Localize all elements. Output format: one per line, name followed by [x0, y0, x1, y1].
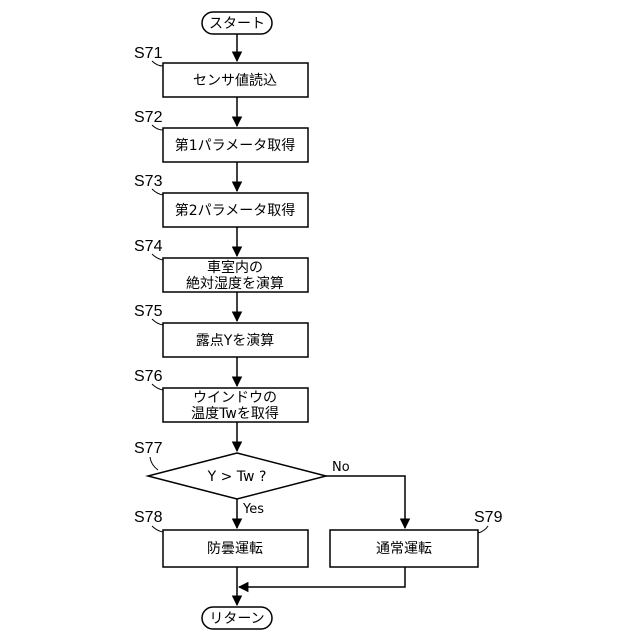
step-s74-text-line1: 車室内の — [207, 259, 263, 276]
step-s74-text-line2: 絶対湿度を演算 — [186, 276, 284, 292]
step-s77-id: S77 — [134, 440, 163, 457]
step-s71-id: S71 — [134, 45, 163, 62]
branch-no-label: No — [332, 460, 350, 475]
start-label: スタート — [209, 16, 265, 32]
step-s73-id: S73 — [134, 173, 163, 190]
step-s71-text: センサ値読込 — [193, 72, 277, 89]
step-s77-text: Y > Tw ? — [207, 469, 267, 485]
step-s75-text: 露点Yを演算 — [196, 333, 275, 349]
step-s75-id: S75 — [134, 303, 163, 320]
step-s76-text-line2: 温度Twを取得 — [191, 405, 279, 422]
step-s73-text: 第2パラメータ取得 — [175, 202, 296, 219]
step-s72-text: 第1パラメータ取得 — [175, 137, 296, 154]
step-s79-id: S79 — [474, 509, 503, 526]
branch-yes-label: Yes — [242, 502, 264, 517]
step-s78-id: S78 — [134, 509, 163, 526]
step-s78-text: 防曇運転 — [207, 541, 263, 557]
step-s79-text: 通常運転 — [376, 541, 432, 557]
edge-s77-no — [326, 476, 405, 528]
step-s72-id: S72 — [134, 109, 163, 126]
step-s77-leader — [150, 457, 158, 470]
step-s76-text-line1: ウインドウの — [193, 390, 277, 406]
step-s79-leader — [478, 526, 488, 533]
edge-s79-merge — [239, 567, 405, 587]
step-s74-id: S74 — [134, 238, 163, 255]
step-s76-id: S76 — [134, 368, 163, 385]
step-s78-leader — [152, 526, 163, 532]
end-label: リターン — [209, 611, 264, 627]
